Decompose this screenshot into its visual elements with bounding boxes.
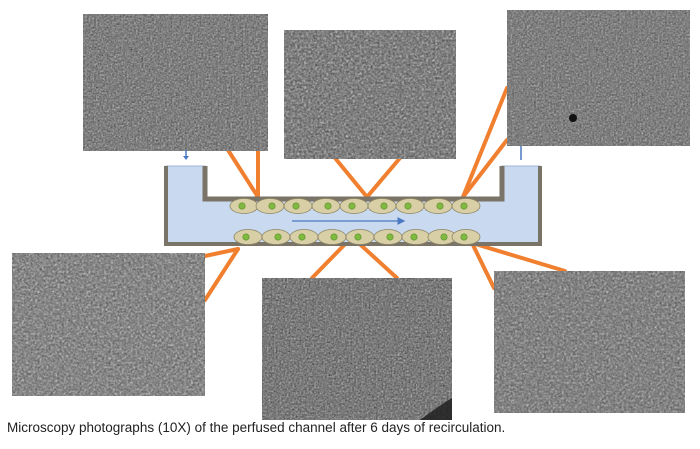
connector-lines xyxy=(203,86,567,302)
micrograph-bottom-left xyxy=(12,253,205,396)
micrograph-panels xyxy=(12,10,690,420)
cell-nucleus xyxy=(410,233,418,241)
cell-nucleus xyxy=(348,202,356,210)
cell-nucleus xyxy=(386,233,394,241)
connector-bottom-left-a xyxy=(203,247,240,302)
cell-layer-bottom xyxy=(233,229,481,245)
micrograph-bottom-right xyxy=(494,271,685,413)
cell-nucleus xyxy=(242,233,250,241)
cell-nucleus xyxy=(292,202,300,210)
micrograph-top-left xyxy=(83,14,268,151)
micrograph-top-center xyxy=(284,30,456,159)
perfused-channel xyxy=(164,146,542,246)
connector-top-center-a xyxy=(333,156,369,199)
micrograph-bottom-center xyxy=(262,278,452,420)
cell-nucleus xyxy=(380,202,388,210)
connector-bottom-left-b xyxy=(203,247,240,258)
cell-nucleus xyxy=(324,202,332,210)
cell-nucleus xyxy=(274,233,282,241)
cell-nucleus xyxy=(268,202,276,210)
connector-top-left-a xyxy=(226,148,260,199)
connector-top-right-b xyxy=(461,138,509,199)
figure-caption: Microscopy photographs (10X) of the perf… xyxy=(7,420,506,435)
connector-bottom-right-b xyxy=(470,241,567,273)
cell-nucleus xyxy=(330,233,338,241)
cell-nucleus xyxy=(298,233,306,241)
dark-corner-shadow xyxy=(420,398,452,420)
connector-top-right-a xyxy=(461,86,509,199)
cell-nucleus xyxy=(404,202,412,210)
connector-bottom-right-a xyxy=(470,241,496,290)
cell-layer-top xyxy=(229,198,481,214)
cell-nucleus xyxy=(436,202,444,210)
micrograph-top-right xyxy=(507,10,690,146)
cell-nucleus xyxy=(460,233,468,241)
cell-nucleus xyxy=(354,233,362,241)
cell-nucleus xyxy=(460,202,468,210)
connector-top-center-b xyxy=(365,156,402,199)
cell-nucleus xyxy=(238,202,246,210)
arrow-down-icon xyxy=(183,150,189,160)
debris-spot xyxy=(569,114,577,122)
cell-nucleus xyxy=(440,233,448,241)
channel-outer-wall xyxy=(164,166,542,246)
